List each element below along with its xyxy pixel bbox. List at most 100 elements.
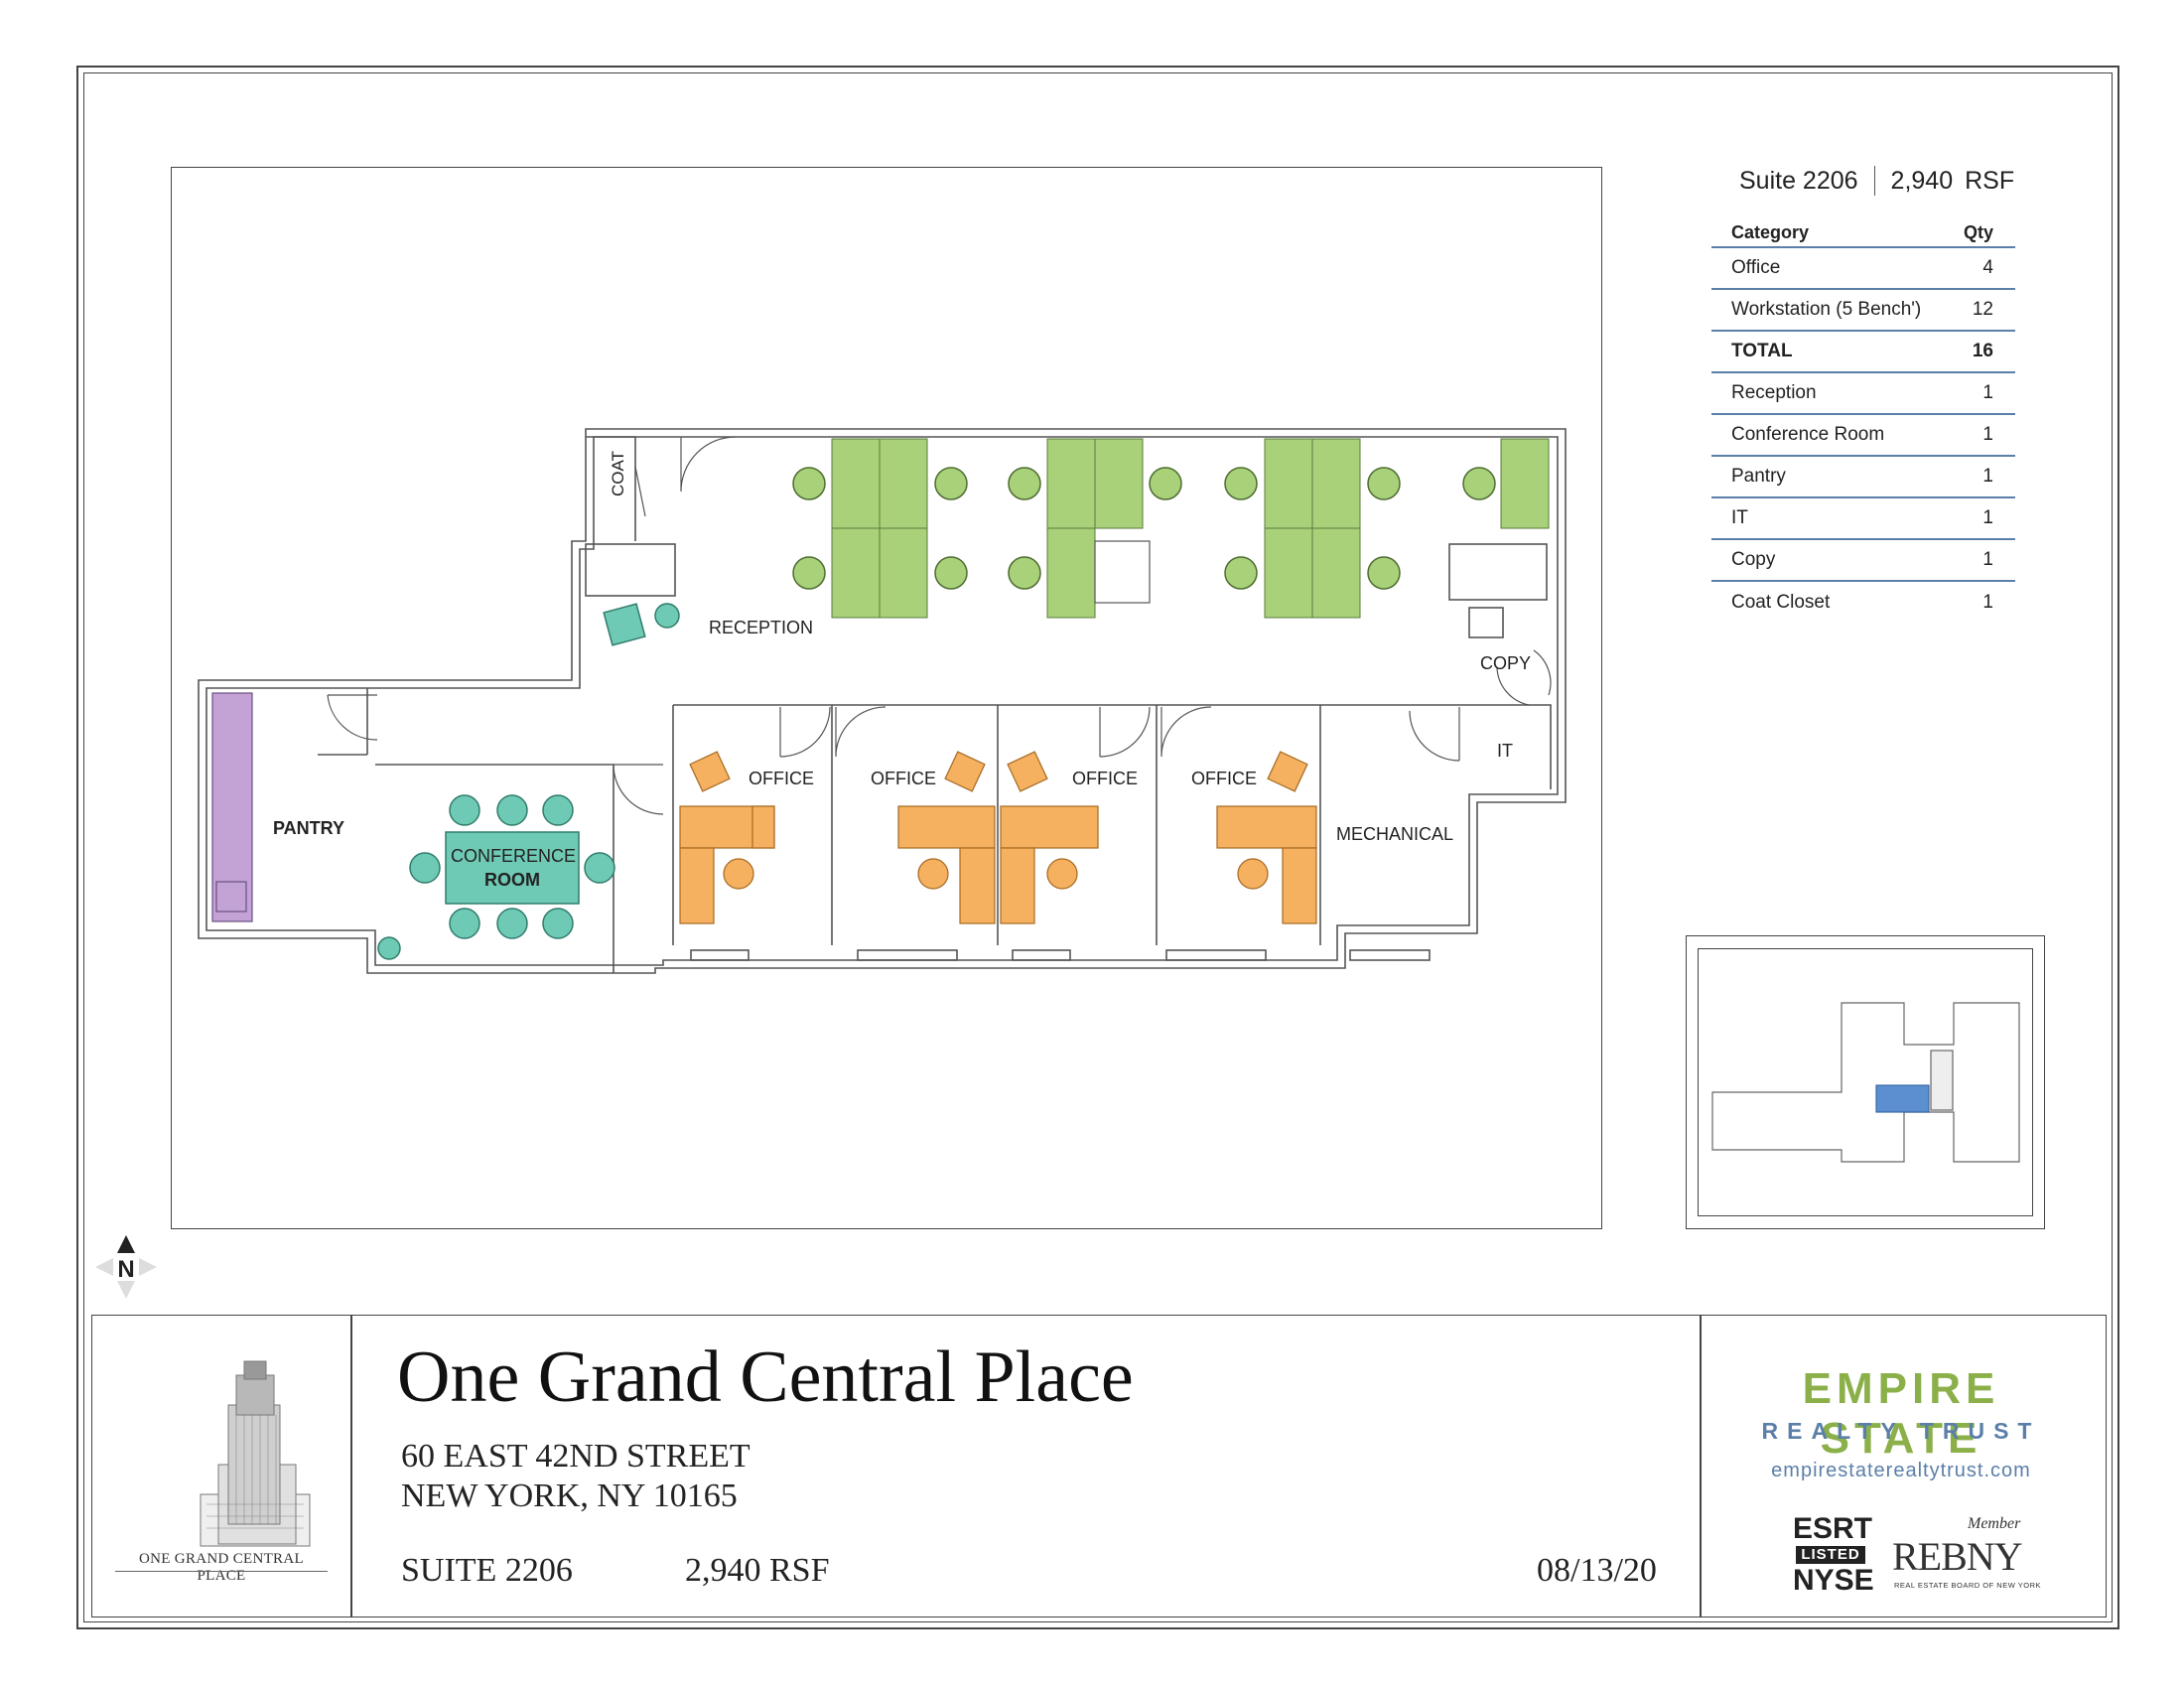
guest-chair: [1267, 751, 1308, 792]
label-conference-2: ROOM: [484, 870, 540, 890]
row-qty: 1: [1982, 549, 1993, 570]
row-qty: 1: [1982, 592, 1993, 613]
task-chair: [1237, 858, 1269, 890]
outer-frame: [76, 66, 2119, 1629]
row-category: Office: [1731, 257, 1781, 278]
copy-counter: [1448, 543, 1548, 601]
key-plan-core: [1930, 1050, 1954, 1111]
guest-chair: [944, 751, 986, 792]
workstation: [1264, 438, 1313, 529]
row-category: Conference Room: [1731, 424, 1885, 445]
label-copy: COPY: [1480, 653, 1531, 673]
chair: [934, 556, 968, 590]
row-qty: 1: [1982, 466, 1993, 487]
workstation: [1264, 527, 1313, 619]
label-office-2: OFFICE: [871, 769, 936, 788]
reception-desk: [585, 543, 676, 597]
caption-underline: [115, 1571, 328, 1572]
row-qty: 1: [1982, 424, 1993, 445]
label-reception: RECEPTION: [709, 618, 813, 637]
building-illustration-icon: [200, 1360, 311, 1547]
inner-frame: [83, 72, 2113, 1622]
nyse-listing-badge: ESRT LISTED NYSE: [1793, 1514, 1874, 1597]
key-plan: [1711, 1002, 2020, 1163]
office-walls: [672, 704, 1471, 945]
row-category: Workstation (5 Bench'): [1731, 299, 1922, 320]
task-chair: [1046, 858, 1078, 890]
workstation: [1311, 438, 1361, 529]
row-category: Reception: [1731, 382, 1817, 403]
workstation: [1500, 438, 1550, 529]
listed-label: LISTED: [1796, 1546, 1865, 1564]
address-line-2: NEW YORK, NY 10165: [401, 1477, 738, 1514]
key-plan-inner-frame: [1698, 948, 2033, 1216]
row-qty: 4: [1982, 257, 1993, 278]
chair: [1462, 467, 1496, 500]
building-caption: ONE GRAND CENTRAL PLACE: [139, 1551, 304, 1584]
copy-machine: [1468, 607, 1504, 638]
pantry-sink: [215, 881, 247, 913]
esrt-website[interactable]: empirestaterealtytrust.com: [1771, 1460, 2031, 1481]
row-qty: 12: [1972, 299, 1993, 320]
key-plan-suite-highlight: [1875, 1084, 1930, 1113]
label-mechanical: MECHANICAL: [1336, 824, 1453, 844]
esrt-logo-subtitle: REALTY TRUST: [1761, 1418, 2041, 1444]
row-qty: 1: [1982, 382, 1993, 403]
row-qty: 16: [1972, 341, 1993, 361]
suite-number-footer: SUITE 2206: [401, 1552, 573, 1589]
chair: [792, 467, 826, 500]
rsf-footer: 2,940 RSF: [685, 1552, 830, 1589]
rebny-full-name: REAL ESTATE BOARD OF NEW YORK: [1894, 1581, 2041, 1590]
exterior-wall: [198, 428, 1567, 974]
suite-info-panel: Suite 2206 2,940 RSF Category Qty Office…: [1711, 159, 2015, 624]
chair: [1367, 556, 1401, 590]
office-desk-return-side: [751, 805, 775, 849]
label-conference-1: CONFERENCE: [451, 846, 576, 866]
reception-seating: [603, 603, 680, 646]
header-qty: Qty: [1963, 221, 1993, 242]
row-category: Copy: [1731, 549, 1776, 570]
workstation: [831, 527, 881, 619]
title-block-divider: [1700, 1315, 1702, 1618]
exchange: NYSE: [1793, 1564, 1874, 1597]
row-category: Coat Closet: [1731, 592, 1831, 613]
chair: [1224, 556, 1258, 590]
north-label: N: [117, 1256, 134, 1283]
property-name: One Grand Central Place: [397, 1336, 1134, 1418]
file-cabinet: [1094, 540, 1151, 604]
label-coat: COAT: [609, 451, 627, 496]
header-category: Category: [1731, 221, 1810, 242]
pantry-wall: [318, 688, 368, 756]
suite-rsf-value: 2,940: [1890, 166, 1954, 195]
key-plan-building: [1711, 1002, 2020, 1163]
rebny-wordmark: REBNY: [1892, 1534, 2023, 1579]
plan-date: 08/13/20: [1537, 1552, 1657, 1589]
chair: [1008, 467, 1041, 500]
label-it: IT: [1497, 741, 1513, 761]
table-row: Workstation (5 Bench') 12: [1711, 290, 2015, 332]
label-office-1: OFFICE: [749, 769, 814, 788]
title-block-divider: [350, 1315, 352, 1618]
header-divider: [1873, 166, 1875, 196]
workstation-chairs: [792, 467, 1496, 590]
it-room-wall: [1471, 704, 1552, 789]
plan-border: [171, 167, 1602, 1229]
workstation: [879, 527, 928, 619]
table-row: Copy 1: [1711, 540, 2015, 582]
label-pantry: PANTRY: [273, 818, 344, 838]
window-sills: [690, 949, 1431, 961]
office-desk: [1000, 805, 1099, 849]
north-arrow-icon: N: [95, 1235, 157, 1299]
rebny-member-label: Member: [1968, 1515, 2021, 1532]
row-qty: 1: [1982, 507, 1993, 528]
task-chair: [917, 858, 949, 890]
office-desk-return: [1000, 847, 1035, 924]
address-line-1: 60 EAST 42ND STREET: [401, 1438, 751, 1475]
side-table: [654, 603, 680, 629]
exterior-wall-inner: [205, 436, 1559, 966]
door-swings: [327, 436, 1552, 815]
